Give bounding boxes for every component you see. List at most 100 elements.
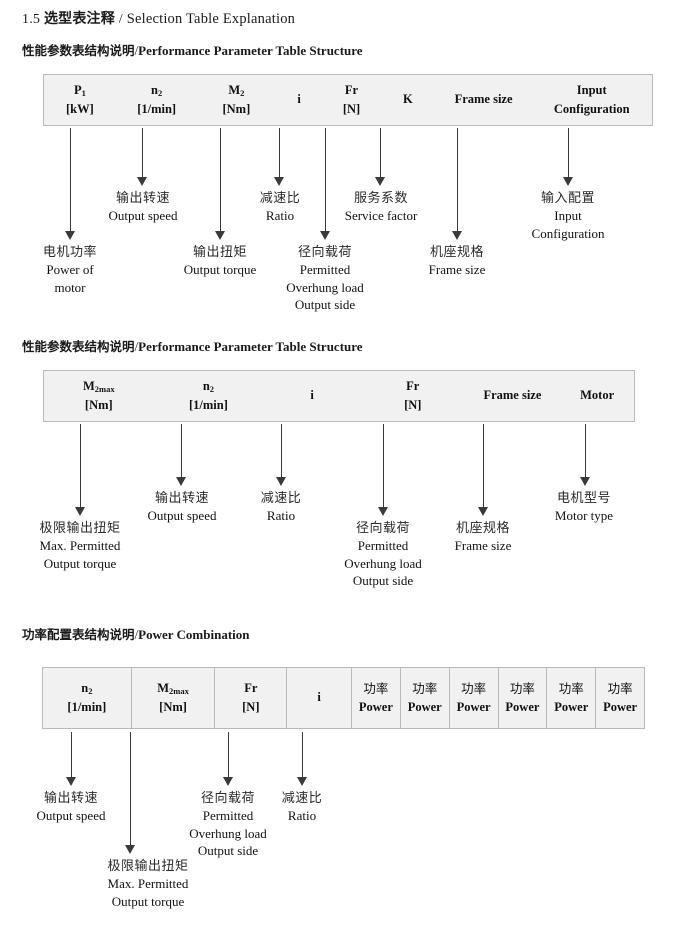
section-2-heading-en: Performance Parameter Table Structure xyxy=(138,339,363,354)
table-2-col-frame-size-symbol: Frame size xyxy=(483,388,542,403)
table-3-col-power-4: 功率 Power xyxy=(497,668,547,728)
table-3-col-power-6: 功率 Power xyxy=(595,668,644,728)
arrow-max-permitted-output-torque xyxy=(75,424,86,516)
table-1-col-input-configuration-symbol: Input xyxy=(576,82,607,97)
note-input-configuration-en-1: Input xyxy=(554,208,582,224)
note-max-permitted-output-torque: 极限输出扭矩 Max. Permitted Output torque xyxy=(39,520,120,572)
table-3-col-m2max-symbol: M2max xyxy=(157,680,189,696)
table-3-col-power-2-cn: 功率 xyxy=(412,680,438,696)
note-permitted-overhung-load-2-en-3: Output side xyxy=(352,573,414,589)
table-1-col-m2-unit: [Nm] xyxy=(222,102,251,116)
section-2-heading-separator: / xyxy=(134,339,139,354)
note-service-factor-en-1: Service factor xyxy=(344,208,418,224)
table-1-col-input-configuration: Input Configuration xyxy=(531,75,652,125)
note-output-speed-3-cn: 输出转速 xyxy=(43,791,98,806)
section-1-heading-en: Performance Parameter Table Structure xyxy=(138,43,363,58)
arrow-motor-type xyxy=(580,424,591,486)
note-permitted-overhung-load-3-en-2: Overhung load xyxy=(189,825,267,841)
note-service-factor-cn: 服务系数 xyxy=(353,191,409,206)
arrow-service-factor xyxy=(375,128,386,186)
note-output-speed: 输出转速 Output speed xyxy=(109,190,178,225)
note-ratio-3-cn: 减速比 xyxy=(281,791,323,806)
note-frame-size-2-cn: 机座规格 xyxy=(455,521,511,536)
table-2-col-fr-symbol: Fr xyxy=(406,378,420,393)
table-3-col-power-5-en: Power xyxy=(554,700,589,714)
table-2-col-m2max-unit: [Nm] xyxy=(84,398,113,412)
table-3-col-power-2-en: Power xyxy=(407,700,442,714)
note-motor-type-en-1: Motor type xyxy=(554,508,614,524)
arrow-output-torque xyxy=(215,128,226,240)
note-frame-size: 机座规格 Frame size xyxy=(429,244,486,279)
note-max-permitted-output-torque-3-en-2: Output torque xyxy=(111,893,185,909)
table-3-col-power-6-cn: 功率 xyxy=(607,680,633,696)
table-3-col-i: i xyxy=(286,668,351,728)
table-1-col-p1-symbol: P1 xyxy=(73,82,86,98)
note-service-factor: 服务系数 Service factor xyxy=(345,190,418,225)
table-3-col-power-5: 功率 Power xyxy=(546,668,595,728)
note-ratio-2-en-1: Ratio xyxy=(266,508,296,524)
note-max-permitted-output-torque-3-en-1: Max. Permitted xyxy=(107,876,189,892)
note-output-speed-2-en-1: Output speed xyxy=(147,508,217,524)
note-output-torque-en-1: Output torque xyxy=(183,262,257,278)
section-1-heading-cn: 性能参数表结构说明 xyxy=(22,43,135,58)
table-3-col-power-2: 功率 Power xyxy=(399,668,449,728)
arrow-output-speed-2 xyxy=(176,424,187,486)
note-output-torque-cn: 输出扭矩 xyxy=(192,245,248,260)
table-3-col-power-4-cn: 功率 xyxy=(509,680,535,696)
arrow-output-speed-3 xyxy=(66,732,77,786)
note-ratio-3: 减速比 Ratio xyxy=(282,790,323,825)
section-1-heading-separator: / xyxy=(134,43,139,58)
table-1-col-k-symbol: K xyxy=(402,92,413,107)
note-permitted-overhung-load-en-3: Output side xyxy=(294,297,356,313)
note-max-permitted-output-torque-en-1: Max. Permitted xyxy=(39,538,121,554)
table-1-col-n2: n2 [1/min] xyxy=(116,75,198,125)
arrow-permitted-overhung-load-3 xyxy=(223,732,234,786)
note-output-speed-3: 输出转速 Output speed xyxy=(37,790,106,825)
note-permitted-overhung-load-3: 径向载荷 Permitted Overhung load Output side xyxy=(189,790,267,860)
table-3-col-power-4-en: Power xyxy=(505,700,540,714)
note-output-speed-cn: 输出转速 xyxy=(115,191,170,206)
performance-parameter-table-1: P1 [kW] n2 [1/min] M2 [Nm] i Fr [N] K Fr… xyxy=(43,74,653,126)
table-2-col-m2max-symbol: M2max xyxy=(82,378,115,394)
section-2-heading-cn: 性能参数表结构说明 xyxy=(22,339,135,354)
table-2-col-i: i xyxy=(263,371,361,421)
table-3-col-power-3: 功率 Power xyxy=(448,668,498,728)
note-input-configuration: 输入配置 Input Configuration xyxy=(532,190,605,242)
arrow-output-speed xyxy=(137,128,148,186)
table-3-col-power-1-cn: 功率 xyxy=(363,680,389,696)
table-3-col-power-1: 功率 Power xyxy=(350,668,400,728)
arrow-permitted-overhung-load xyxy=(320,128,331,240)
table-3-col-fr: Fr [N] xyxy=(214,668,286,728)
note-input-configuration-en-2: Configuration xyxy=(531,225,605,241)
arrow-frame-size xyxy=(452,128,463,240)
note-permitted-overhung-load-2: 径向载荷 Permitted Overhung load Output side xyxy=(344,520,422,590)
page-title-cn: 选型表注释 xyxy=(43,11,115,27)
arrow-ratio-2 xyxy=(276,424,287,486)
table-3-col-n2-unit: [1/min] xyxy=(67,700,107,714)
table-1-col-k: K xyxy=(380,75,436,125)
table-3-col-n2: n2 [1/min] xyxy=(43,668,131,728)
note-power-of-motor-en-2: motor xyxy=(54,279,86,295)
note-output-torque: 输出扭矩 Output torque xyxy=(184,244,257,279)
note-ratio-2-cn: 减速比 xyxy=(260,491,302,506)
performance-parameter-table-2: M2max [Nm] n2 [1/min] i Fr [N] Frame siz… xyxy=(43,370,635,422)
table-1-col-frame-size: Frame size xyxy=(436,75,532,125)
note-power-of-motor-en-1: Power of xyxy=(46,262,94,278)
note-motor-type: 电机型号 Motor type xyxy=(555,490,613,525)
note-output-speed-2: 输出转速 Output speed xyxy=(148,490,217,525)
note-output-speed-en-1: Output speed xyxy=(108,208,178,224)
table-1-col-n2-unit: [1/min] xyxy=(137,102,177,116)
table-1-col-p1-unit: [kW] xyxy=(65,102,94,116)
table-2-col-motor: Motor xyxy=(560,371,634,421)
arrow-ratio xyxy=(274,128,285,186)
note-ratio-en-1: Ratio xyxy=(265,208,295,224)
note-frame-size-cn: 机座规格 xyxy=(429,245,485,260)
section-3-heading-separator: / xyxy=(134,627,139,642)
note-permitted-overhung-load-cn: 径向载荷 xyxy=(297,245,352,260)
note-max-permitted-output-torque-cn: 极限输出扭矩 xyxy=(39,521,121,536)
section-number: 1.5 xyxy=(22,12,41,27)
table-2-col-n2: n2 [1/min] xyxy=(154,371,264,421)
table-1-col-fr-unit: [N] xyxy=(342,102,361,116)
table-1-col-m2-symbol: M2 xyxy=(228,82,245,98)
table-2-col-motor-symbol: Motor xyxy=(580,388,615,403)
